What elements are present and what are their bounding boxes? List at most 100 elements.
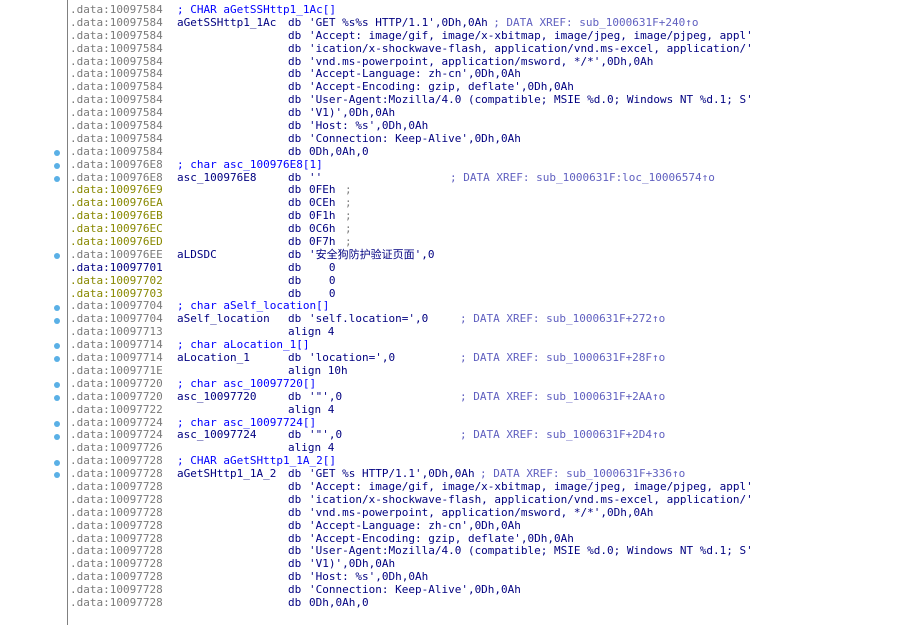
data-xref-comment[interactable]: ; DATA XREF: sub_1000631F+2D4↑o: [460, 428, 666, 442]
data-xref-comment[interactable]: ; DATA XREF: sub_1000631F+28F↑o: [460, 351, 666, 365]
row-label[interactable]: asc_100976E8: [177, 170, 257, 184]
row-label[interactable]: asc_10097720: [177, 389, 257, 403]
row-address: .data:10097728: [70, 492, 163, 506]
row-comment-marker: ;: [345, 209, 352, 223]
row-operand: 'Accept: image/gif, image/x-xbitmap, ima…: [309, 28, 753, 42]
listing-row[interactable]: .data:10097728; CHAR aGetSHttp1_1A_2[]: [70, 454, 918, 468]
row-address: .data:10097728: [70, 595, 163, 609]
row-address: .data:10097728: [70, 505, 163, 519]
xref-dot: [54, 253, 60, 260]
row-operand: 'Host: %s',0Dh,0Ah: [309, 119, 429, 133]
type-comment: ; char asc_10097724[]: [177, 415, 317, 429]
row-mnemonic: db: [288, 428, 302, 442]
listing-row[interactable]: .data:10097714; char aLocation_1[]: [70, 338, 918, 352]
listing-row[interactable]: .data:10097720; char asc_10097720[]: [70, 377, 918, 391]
row-mnemonic: db: [288, 209, 302, 223]
row-label[interactable]: aLDSDC: [177, 247, 217, 261]
row-comment-marker: ;: [345, 196, 352, 210]
row-mnemonic: db: [288, 106, 302, 120]
row-label[interactable]: aGetSSHttp1_1Ac: [177, 15, 277, 29]
row-address: .data:10097728: [70, 531, 163, 545]
row-label[interactable]: aGetSHttp1_1A_2: [177, 467, 277, 481]
data-xref-comment[interactable]: ; DATA XREF: sub_1000631F:loc_10006574↑o: [450, 170, 715, 184]
row-mnemonic: db: [288, 235, 302, 249]
row-label[interactable]: aLocation_1: [177, 351, 250, 365]
row-address: .data:10097584: [70, 131, 163, 145]
row-address: .data:10097728: [70, 454, 163, 468]
listing-row[interactable]: .data:10097584 db 'Connection: Keep-Alive'…: [70, 131, 918, 146]
row-operand: 'vnd.ms-powerpoint, application/msword, …: [309, 505, 654, 519]
data-xref-comment[interactable]: ; DATA XREF: sub_1000631F+240↑o: [493, 15, 699, 29]
row-mnemonic: db: [288, 570, 302, 584]
data-xref-comment[interactable]: ; DATA XREF: sub_1000631F+336↑o: [480, 467, 686, 481]
row-address: .data:100976EC: [70, 222, 163, 236]
row-operand: 'V1)',0Dh,0Ah: [309, 106, 396, 120]
row-address: .data:10097726: [70, 441, 163, 455]
row-label[interactable]: asc_10097724: [177, 428, 257, 442]
data-xref-comment[interactable]: ; DATA XREF: sub_1000631F+272↑o: [460, 312, 666, 326]
breakpoint-gutter[interactable]: [0, 0, 67, 625]
row-operand: 'Connection: Keep-Alive',0Dh,0Ah: [309, 131, 521, 145]
row-mnemonic: db: [288, 41, 302, 55]
data-xref-comment[interactable]: ; DATA XREF: sub_1000631F+2AA↑o: [460, 389, 666, 403]
row-label[interactable]: aSelf_location: [177, 312, 270, 326]
listing-row[interactable]: .data:10097584; CHAR aGetSSHttp1_1Ac[]: [70, 3, 918, 17]
row-address: .data:10097584: [70, 80, 163, 94]
row-operand: 'Host: %s',0Dh,0Ah: [309, 570, 429, 584]
row-address: .data:100976E9: [70, 183, 163, 197]
align-directive: align 4: [288, 402, 335, 416]
row-mnemonic: db: [288, 467, 302, 481]
row-operand: 0F7h: [309, 235, 336, 249]
row-operand: 'User-Agent:Mozilla/4.0 (compatible; MSI…: [309, 544, 753, 558]
disassembly-listing[interactable]: .data:10097584; CHAR aGetSSHttp1_1Ac[].d…: [70, 3, 918, 610]
row-mnemonic: db: [288, 93, 302, 107]
row-mnemonic: db: [288, 131, 302, 145]
listing-row[interactable]: .data:10097704; char aSelf_location[]: [70, 300, 918, 313]
listing-row[interactable]: .data:10097724; char asc_10097724[]: [70, 415, 918, 430]
row-operand: 0Dh,0Ah,0: [309, 595, 369, 609]
xref-dot: [54, 356, 60, 363]
listing-row[interactable]: .data:100976E8; char asc_100976E8[1]: [70, 158, 918, 172]
row-mnemonic: db: [288, 196, 302, 210]
row-address: .data:10097584: [70, 28, 163, 42]
